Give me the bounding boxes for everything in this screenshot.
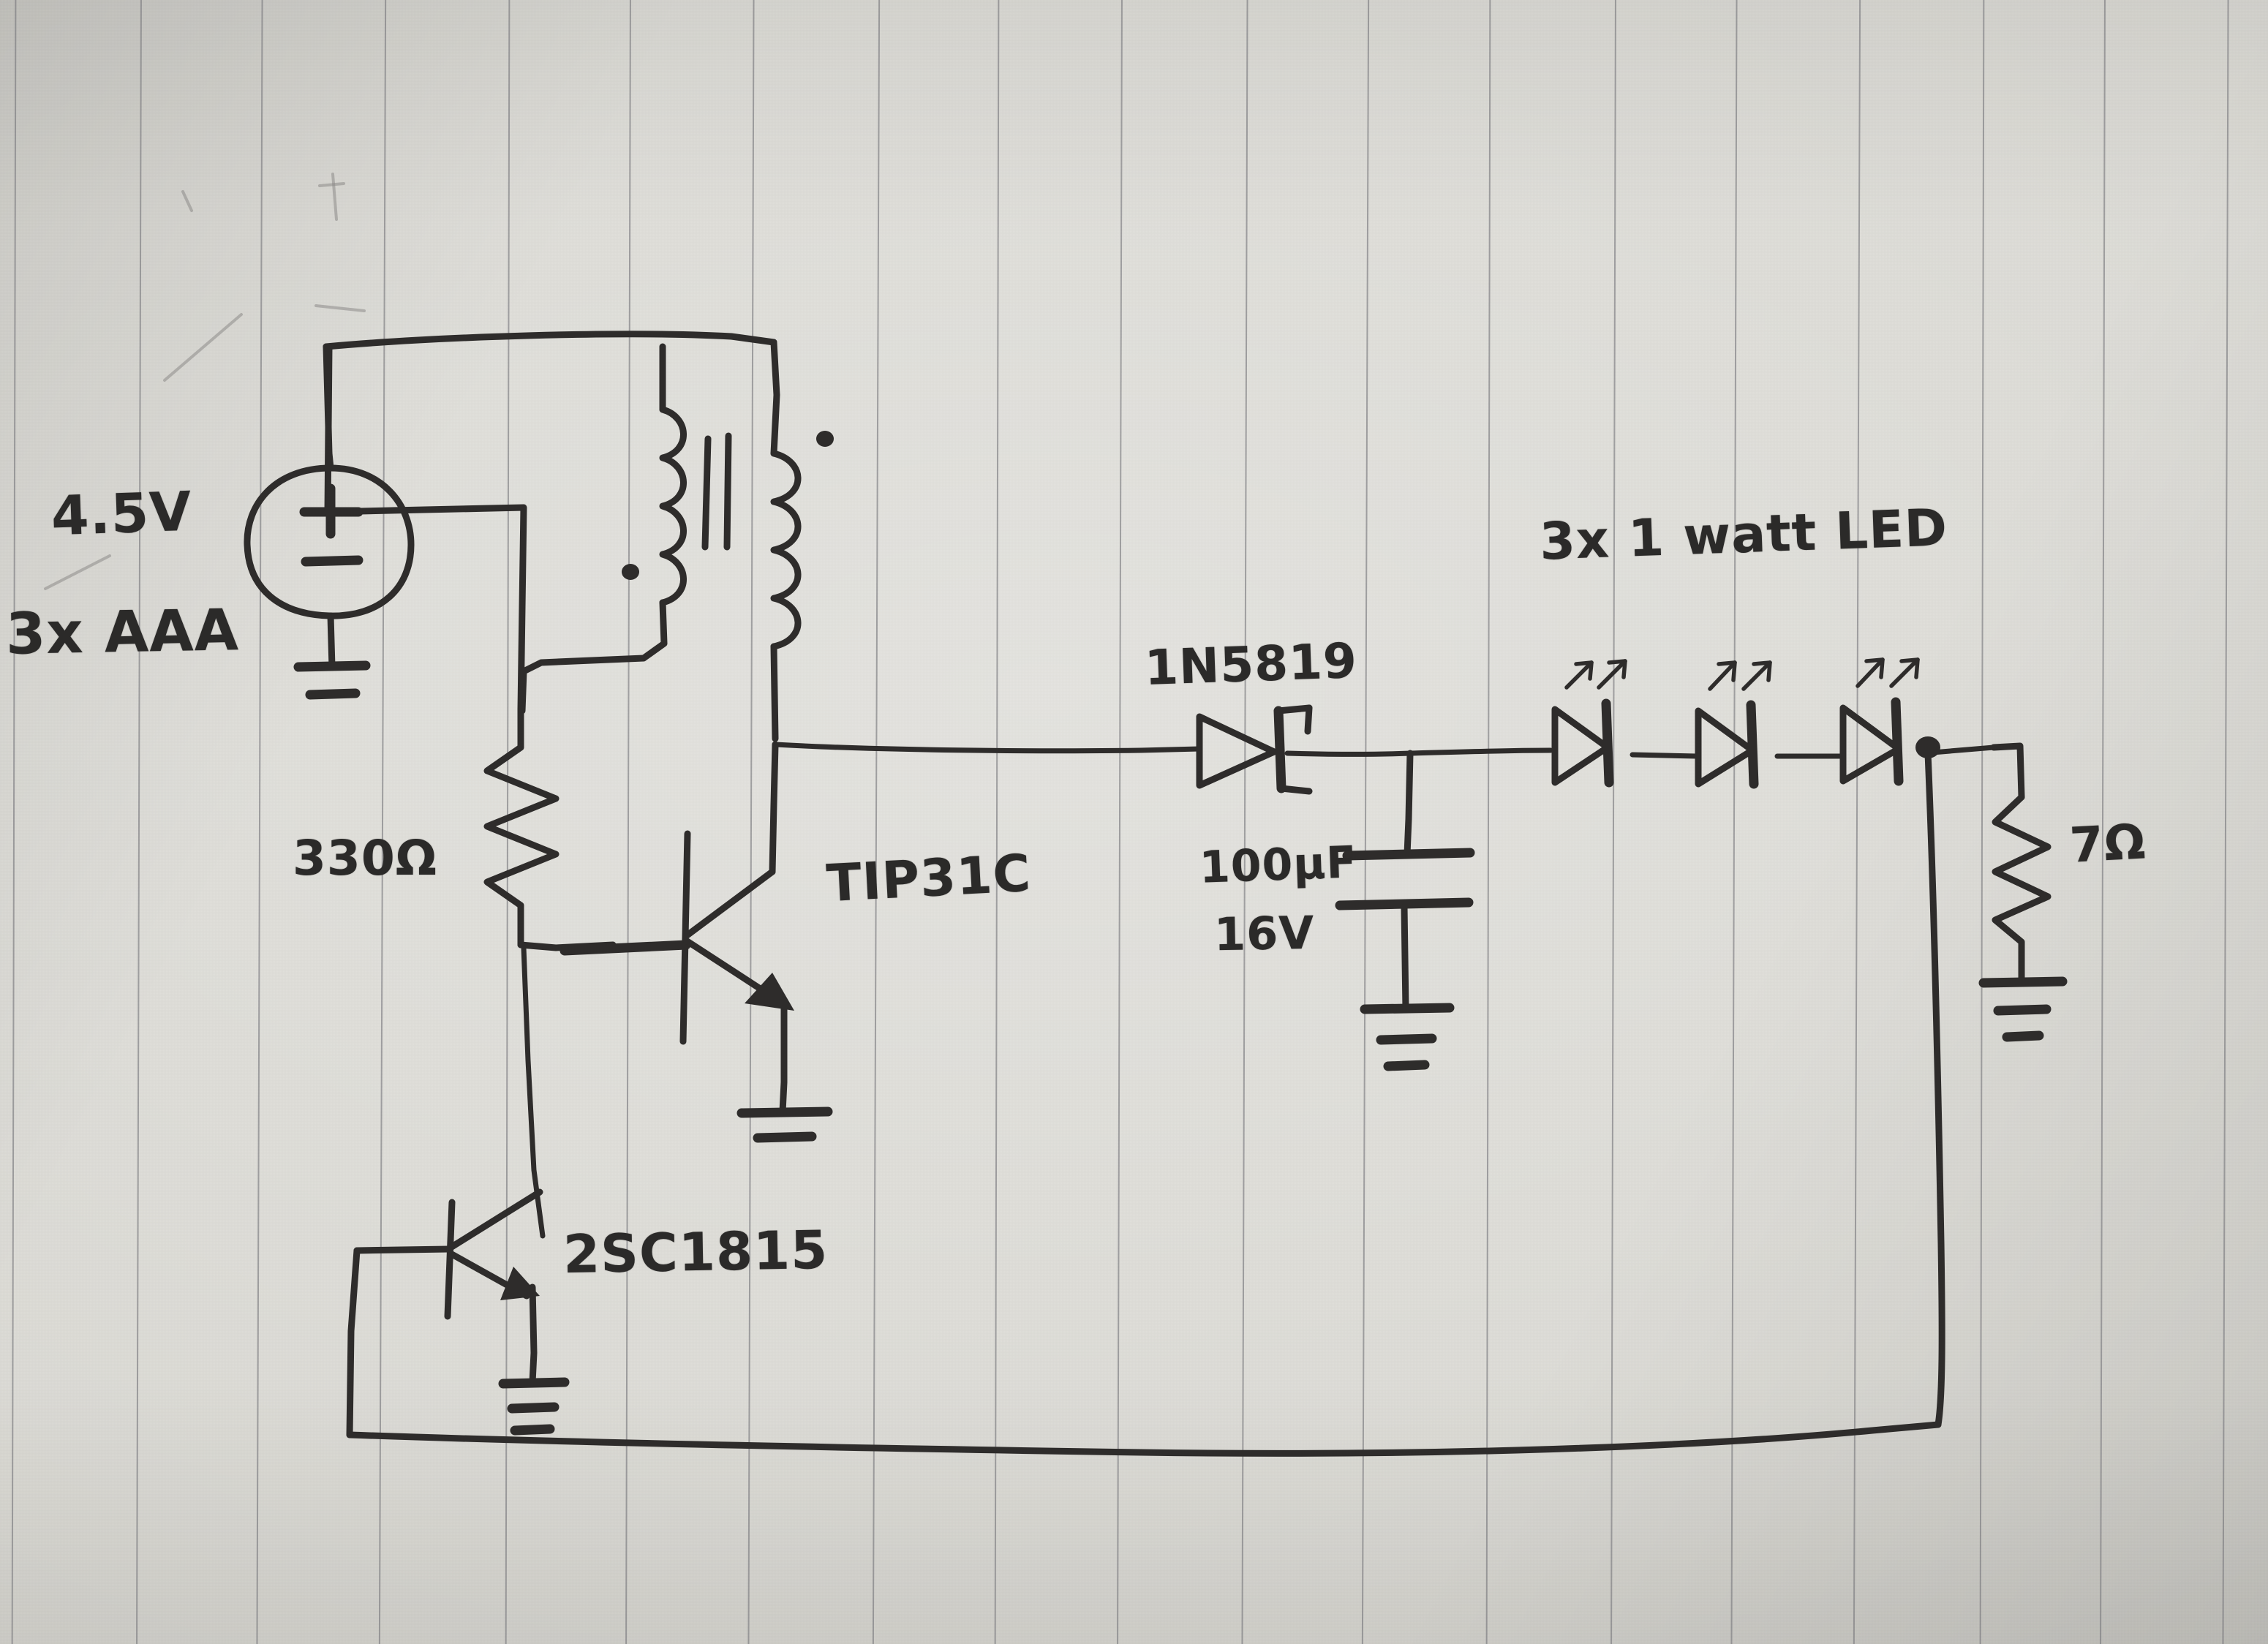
ruled-line	[2222, 0, 2229, 1644]
label-schottky-diode: 1N5819	[1143, 632, 1359, 697]
label-base-resistor: 330Ω	[293, 830, 437, 886]
ruled-line	[625, 0, 631, 1644]
bottom-return-rail	[346, 1247, 1942, 1457]
ruled-line	[1853, 0, 1861, 1644]
led-2-symbol	[1695, 660, 1772, 789]
top-rail-wire	[323, 331, 780, 457]
led-1-symbol	[1551, 659, 1627, 788]
ground-symbol-battery	[293, 660, 371, 700]
ruled-line	[1485, 0, 1491, 1644]
ground-symbol-2sc1815	[498, 1377, 570, 1436]
ground-symbol-led-resistor	[1978, 976, 2068, 1042]
label-led-resistor: 7Ω	[2068, 813, 2147, 874]
base-branch-wire	[324, 343, 527, 713]
led-return-wire	[1924, 750, 1945, 1428]
label-battery-cells: 3x AAA	[5, 597, 240, 668]
ruled-line	[1361, 0, 1370, 1644]
led-3-symbol	[1839, 657, 1940, 786]
output-rail-wire	[772, 742, 1997, 759]
ruled-line	[1241, 0, 1248, 1644]
transformer-symbol	[622, 343, 834, 742]
tip31c-base-wire	[560, 940, 691, 956]
led-resistor-branch	[1990, 742, 2052, 984]
ruled-line	[256, 0, 263, 1644]
resistor-330ohm-symbol	[483, 706, 617, 951]
ruled-line	[994, 0, 1000, 1644]
label-oscillator-transistor: 2SC1815	[562, 1218, 829, 1286]
ruled-line	[136, 0, 142, 1644]
label-capacitor-voltage: 16V	[1213, 905, 1315, 962]
tip31c-collector-wire	[769, 741, 779, 875]
oscillator-transistor-symbol	[353, 1188, 543, 1386]
transformer-feedback-wire	[519, 655, 647, 714]
ruled-line	[1610, 0, 1616, 1644]
erased-pencil-marks	[44, 173, 366, 590]
ruled-line	[1979, 0, 1985, 1644]
diode-1n5819-symbol	[1196, 704, 1313, 795]
ground-symbol-capacitor	[1360, 1003, 1455, 1071]
label-capacitor-value: 100µF	[1198, 837, 1358, 894]
battery-symbol	[244, 450, 415, 671]
ruled-line	[1730, 0, 1738, 1644]
ground-symbol-tip31c	[736, 1106, 833, 1143]
ruled-line	[505, 0, 511, 1644]
ruled-line	[747, 0, 755, 1644]
label-battery-voltage: 4.5V	[50, 480, 193, 548]
ruled-line	[872, 0, 881, 1644]
label-driver-transistor: TIP31C	[825, 842, 1033, 914]
ruled-line	[378, 0, 387, 1644]
ruled-line	[11, 0, 17, 1644]
tip31c-transistor-symbol	[679, 830, 794, 1115]
label-led-string: 3x 1 watt LED	[1538, 497, 1949, 572]
capacitor-symbol	[1335, 750, 1475, 1013]
ruled-line	[2100, 0, 2106, 1644]
oscillator-collector-wire	[521, 945, 546, 1239]
ruled-line	[1117, 0, 1123, 1644]
